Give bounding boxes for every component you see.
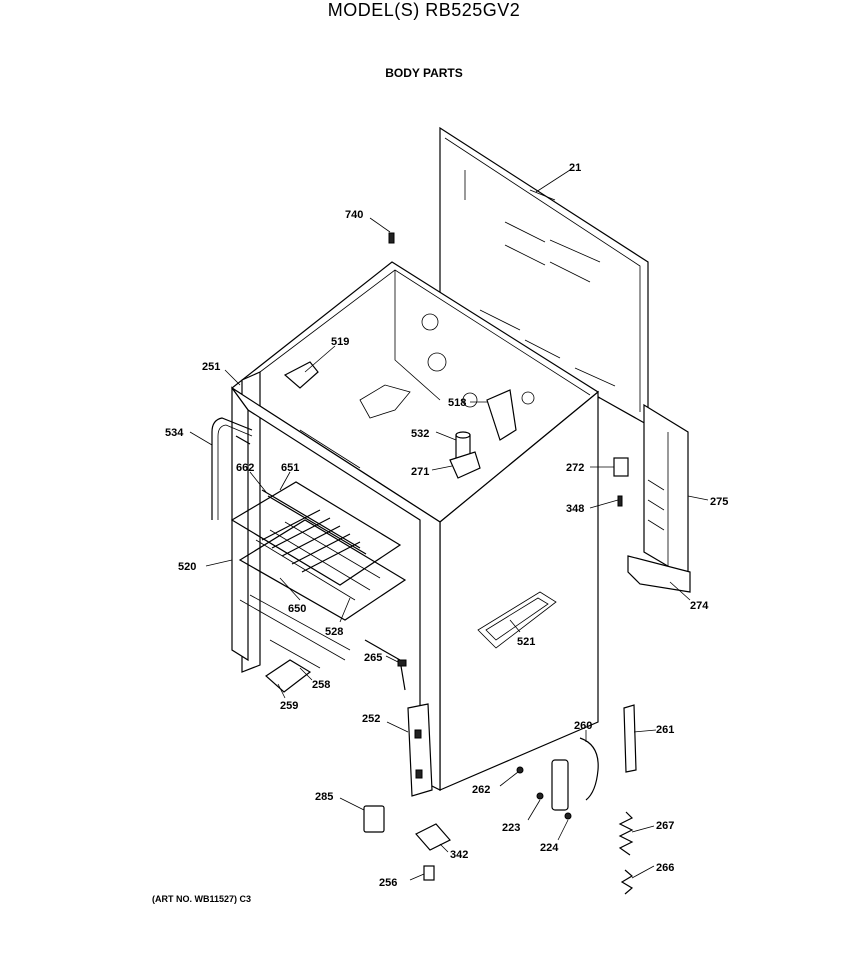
part-label-651: 651 <box>281 462 299 474</box>
diagram-subtitle: BODY PARTS <box>385 66 463 80</box>
part-label-266: 266 <box>656 862 674 874</box>
part-label-272: 272 <box>566 462 584 474</box>
door-gasket <box>211 417 253 520</box>
part-label-534: 534 <box>165 427 184 439</box>
part-label-518: 518 <box>448 397 466 409</box>
part-label-262: 262 <box>472 784 490 796</box>
part-label-285: 285 <box>315 791 333 803</box>
part-label-259: 259 <box>280 700 298 712</box>
part-label-256: 256 <box>379 877 397 889</box>
leader-lines <box>189 169 709 881</box>
part-label-662: 662 <box>236 462 254 474</box>
part-label-265: 265 <box>364 652 382 664</box>
broil-element <box>235 435 367 555</box>
part-label-532: 532 <box>411 428 429 440</box>
diagram-title: MODEL(S) RB525GV2 <box>327 0 521 20</box>
part-label-223: 223 <box>502 822 520 834</box>
part-label-528: 528 <box>325 626 343 638</box>
part-label-342: 342 <box>450 849 468 861</box>
part-label-261: 261 <box>656 724 674 736</box>
part-labels: 21 740 519 251 518 534 532 271 272 662 6… <box>165 162 728 889</box>
part-label-348: 348 <box>566 503 584 515</box>
back-panel <box>439 126 649 427</box>
part-label-251: 251 <box>202 361 220 373</box>
part-label-650: 650 <box>288 603 306 615</box>
part-label-252: 252 <box>362 713 380 725</box>
part-label-258: 258 <box>312 679 330 691</box>
part-label-275: 275 <box>710 496 728 508</box>
small-parts <box>265 232 691 895</box>
part-label-740: 740 <box>345 209 363 221</box>
part-label-260: 260 <box>574 720 592 732</box>
part-label-267: 267 <box>656 820 674 832</box>
part-label-271: 271 <box>411 466 429 478</box>
part-label-224: 224 <box>540 842 559 854</box>
part-label-274: 274 <box>690 600 709 612</box>
art-number: (ART NO. WB11527) C3 <box>152 894 252 904</box>
oven-rack <box>230 481 407 691</box>
oven-cabinet <box>230 261 600 791</box>
part-label-520: 520 <box>178 561 196 573</box>
part-label-21: 21 <box>569 162 581 174</box>
part-label-519: 519 <box>331 336 349 348</box>
part-label-521: 521 <box>517 636 535 648</box>
